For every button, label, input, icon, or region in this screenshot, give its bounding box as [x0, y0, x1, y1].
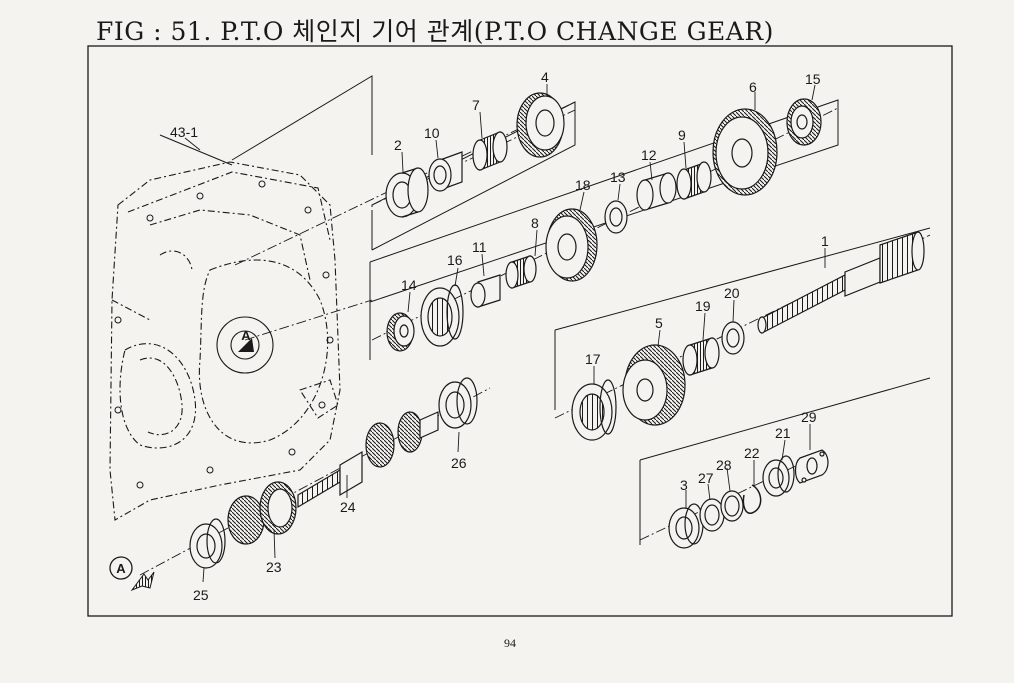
part-6-gear — [712, 108, 778, 196]
label-4: 4 — [541, 69, 549, 85]
label-27: 27 — [698, 470, 714, 486]
part-labels: 43-1 2 10 7 4 6 15 9 12 13 18 8 11 16 14… — [170, 69, 829, 603]
part-13-washer — [604, 200, 628, 234]
diagram-frame — [87, 45, 953, 617]
label-5: 5 — [655, 315, 663, 331]
label-13: 13 — [610, 169, 626, 185]
label-16: 16 — [447, 252, 463, 268]
label-26: 26 — [451, 455, 467, 471]
part-20-washer — [721, 321, 745, 355]
callout-a-letter-housing: A — [241, 328, 251, 343]
part-1-pto-shaft — [757, 231, 925, 334]
part-15-gear — [786, 98, 822, 146]
part-7-needle-bearing — [472, 131, 508, 171]
part-23-gear — [227, 481, 297, 545]
part-8-needle-bearing — [505, 255, 537, 289]
part-16-shift-sleeve — [420, 284, 464, 347]
label-3: 3 — [680, 477, 688, 493]
label-2: 2 — [394, 137, 402, 153]
label-23: 23 — [266, 559, 282, 575]
part-21-bearing — [762, 455, 795, 497]
label-1: 1 — [821, 233, 829, 249]
part-25-bearing — [189, 518, 226, 569]
housing-bolt-holes — [114, 180, 334, 489]
part-10-collar — [428, 151, 463, 192]
part-4-gear — [516, 92, 565, 158]
arrow-icon — [130, 571, 155, 592]
label-25: 25 — [193, 587, 209, 603]
part-22-snap-ring — [742, 484, 762, 514]
label-20: 20 — [724, 285, 740, 301]
label-12: 12 — [641, 147, 657, 163]
part-19-needle-bearing — [682, 337, 720, 376]
part-11-collar — [470, 274, 501, 308]
label-8: 8 — [531, 215, 539, 231]
label-15: 15 — [805, 71, 821, 87]
leader-lines — [184, 84, 826, 583]
label-9: 9 — [678, 127, 686, 143]
part-17-shift-sleeve — [571, 379, 617, 441]
housing-boss — [216, 316, 274, 374]
part-27-seal — [699, 498, 725, 532]
page-title: FIG : 51. P.T.O 체인지 기어 관계(P.T.O CHANGE G… — [96, 17, 774, 46]
label-17: 17 — [585, 351, 601, 367]
label-29: 29 — [801, 409, 817, 425]
part-2-bearing — [385, 167, 429, 218]
label-19: 19 — [695, 298, 711, 314]
part-14-gear — [386, 312, 415, 352]
label-24: 24 — [340, 499, 356, 515]
part-12-collar — [636, 172, 677, 211]
label-21: 21 — [775, 425, 791, 441]
label-10: 10 — [424, 125, 440, 141]
part-29-cover-plate — [794, 449, 829, 484]
label-22: 22 — [744, 445, 760, 461]
label-7: 7 — [472, 97, 480, 113]
callout-a-marker: A — [109, 556, 155, 592]
callout-a-letter: A — [116, 561, 126, 576]
part-24-input-shaft — [297, 411, 439, 509]
part-26-bearing — [438, 377, 478, 429]
part-5-gear — [622, 344, 686, 426]
part-28-washer — [720, 490, 744, 522]
group-panels — [231, 75, 931, 545]
label-28: 28 — [716, 457, 732, 473]
part-3-bearing — [668, 503, 704, 549]
callout-a-housing: A — [241, 328, 251, 343]
label-14: 14 — [401, 277, 417, 293]
part-9-needle-bearing — [676, 161, 712, 200]
label-18: 18 — [575, 177, 591, 193]
label-6: 6 — [749, 79, 757, 95]
part-18-gear — [545, 208, 598, 282]
page-number: 94 — [504, 636, 516, 650]
transmission-housing — [109, 161, 341, 521]
label-11: 11 — [472, 239, 487, 255]
label-43-1: 43-1 — [170, 124, 198, 140]
